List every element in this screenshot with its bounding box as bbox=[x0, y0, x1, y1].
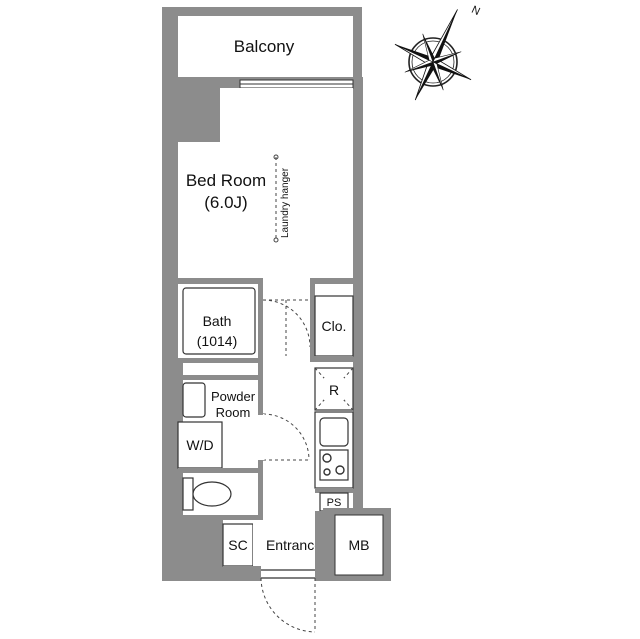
balcony-area bbox=[174, 16, 353, 77]
kitchen-sink bbox=[319, 417, 349, 447]
balcony-label: Balcony bbox=[234, 37, 295, 56]
vanity-sink bbox=[182, 382, 206, 418]
powder-room-label-line1: Powder bbox=[211, 389, 256, 404]
shoe-closet-label: SC bbox=[228, 537, 247, 553]
closet-label: Clo. bbox=[322, 318, 347, 334]
bathtub bbox=[182, 287, 256, 355]
washer-label: W/D bbox=[186, 437, 213, 453]
bath-size: (1014) bbox=[197, 333, 237, 349]
closet-area bbox=[314, 295, 354, 357]
bed-room-label: Bed Room bbox=[186, 171, 266, 190]
compass-rose-icon: N bbox=[394, 4, 482, 101]
hallway-area bbox=[263, 362, 313, 492]
bath-top-wall bbox=[178, 278, 263, 284]
toilet-bowl bbox=[192, 481, 232, 507]
meter-box bbox=[334, 514, 384, 576]
pipe-space-label: PS bbox=[327, 497, 342, 509]
window-sill-wall bbox=[178, 77, 353, 80]
closet-left-wall bbox=[310, 284, 315, 362]
entrance-door-swing bbox=[260, 577, 316, 633]
bed-room-size: (6.0J) bbox=[204, 193, 247, 212]
powder-door-swing bbox=[262, 413, 310, 461]
powder-room-label-line2: Room bbox=[216, 405, 251, 420]
left-outer-wall bbox=[162, 7, 178, 581]
bath-label: Bath bbox=[203, 313, 232, 329]
closet-top-wall bbox=[310, 278, 353, 284]
right-outer-wall bbox=[353, 77, 363, 508]
toilet-tank bbox=[182, 477, 194, 511]
bedroom-door-swing bbox=[262, 299, 311, 348]
stove-burner-icon bbox=[335, 465, 345, 475]
compass-north-label: N bbox=[469, 4, 481, 18]
bath-bottom-wall bbox=[178, 358, 263, 363]
shoe-closet bbox=[222, 523, 254, 567]
laundry-hanger-label: Laundry hanger bbox=[280, 167, 291, 238]
bath-right-wall bbox=[258, 284, 263, 362]
washer-dryer-space bbox=[177, 421, 223, 469]
entrance-label: Entrance bbox=[266, 537, 322, 553]
refrigerator-label: R bbox=[329, 382, 339, 398]
stove-burner-icon bbox=[322, 453, 332, 463]
entrance-area bbox=[253, 520, 323, 570]
meter-box-label: MB bbox=[349, 537, 370, 553]
